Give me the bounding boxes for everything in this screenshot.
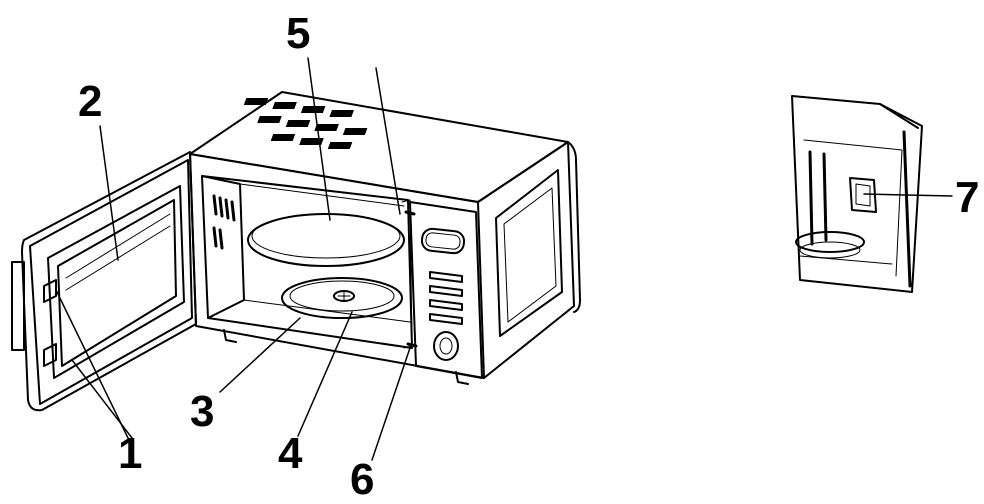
oven-cavity — [201, 175, 413, 349]
callout-3-roller-ring: 3 — [190, 387, 215, 436]
control-button — [429, 271, 463, 283]
door-latch-lower — [43, 343, 57, 367]
control-button — [429, 313, 463, 325]
callout-2-oven-window: 2 — [78, 77, 103, 126]
control-button — [429, 285, 463, 297]
turntable-shaft — [333, 290, 355, 302]
door-latch-upper — [43, 279, 57, 303]
microwave-body — [189, 91, 581, 385]
callout-4-shaft: 4 — [278, 429, 303, 478]
leader-line-1b — [71, 359, 133, 439]
display-window — [420, 227, 466, 255]
waveguide-cover — [849, 177, 877, 213]
leader-lines — [55, 57, 953, 461]
door-window — [57, 199, 177, 367]
leader-line-5 — [307, 57, 331, 221]
roller-ring — [281, 277, 403, 319]
callout-5-glass-tray: 5 — [286, 9, 311, 58]
leader-line-6 — [371, 341, 413, 461]
door-handle — [11, 261, 25, 351]
leader-line-7 — [863, 193, 953, 197]
control-dial — [433, 331, 459, 361]
callout-1-door-safety-lock-system: 1 — [118, 429, 143, 478]
callout-6-control-panel: 6 — [350, 455, 375, 504]
control-panel — [404, 201, 483, 379]
leader-line-2 — [99, 125, 119, 261]
control-button — [429, 299, 463, 311]
leader-line-5b — [375, 67, 401, 215]
leader-line-3 — [219, 317, 301, 393]
leader-line-1a — [55, 289, 129, 439]
cavity-wall-vents — [212, 194, 236, 250]
callout-7-wave-guide: 7 — [955, 173, 980, 222]
detail-inset — [791, 95, 923, 293]
door — [11, 151, 197, 412]
top-vents — [243, 98, 368, 149]
leader-line-4 — [297, 311, 353, 437]
